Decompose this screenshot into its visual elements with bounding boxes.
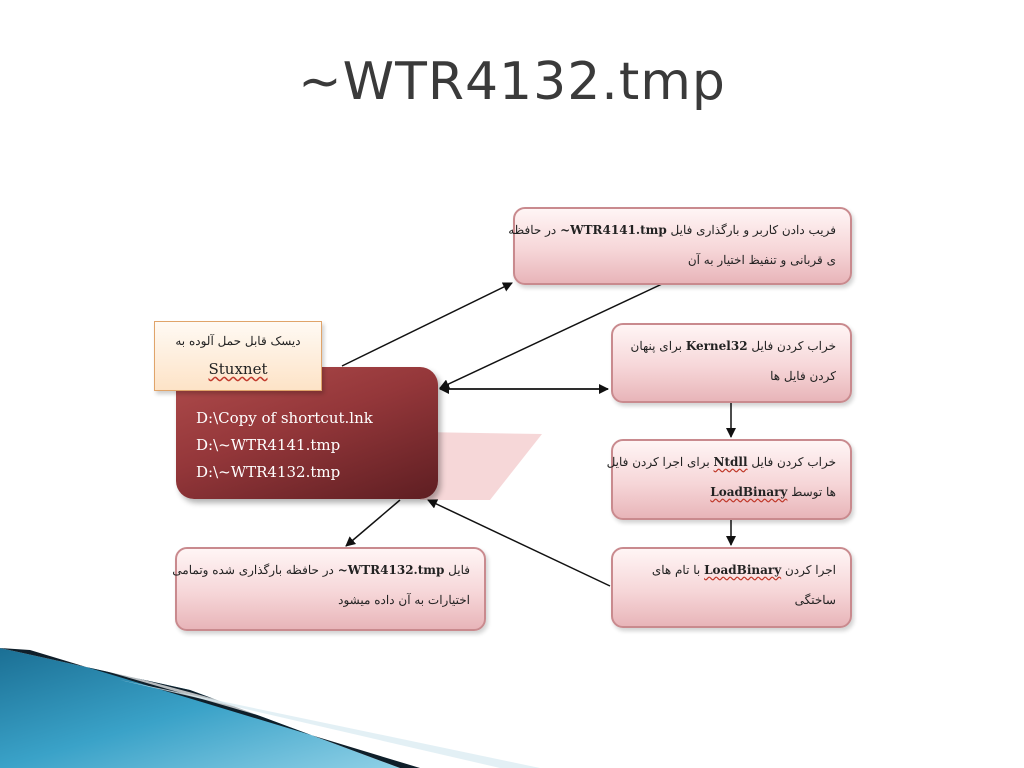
load-file-name: ~WTR4132.tmp <box>337 563 445 577</box>
disk-malware-name: Stuxnet <box>208 360 268 378</box>
deceive-line-1: فریب دادن کاربر و بارگذاری فایل ~WTR4141… <box>508 223 836 237</box>
run-line-1: اجرا کردن LoadBinary با تام های <box>651 563 836 577</box>
slide-title: ~WTR4132.tmp <box>298 52 726 112</box>
file-wtr4141: D:\~WTR4141.tmp <box>196 436 341 454</box>
infected-disk-label: دیسک قابل حمل آلوده به Stuxnet <box>154 321 322 391</box>
deceive-line-2: ی قربانی و تنفیظ اختیار به آن <box>687 253 836 267</box>
kernel32-box: خراب کردن فایل Kernel32 برای پنهان کردن … <box>611 323 852 403</box>
kernel-line-2: کردن فایل ها <box>770 369 836 383</box>
ntdll-box: خراب کردن فایل Ntdll برای اجرا کردن فایل… <box>606 439 852 520</box>
disk-label-text: دیسک قابل حمل آلوده به <box>175 334 301 348</box>
run-func-name: LoadBinary <box>704 563 782 577</box>
load-wtr4132-box: فایل ~WTR4132.tmp در حافظه بارگذاری شده … <box>172 547 486 631</box>
decorative-shadow-shape <box>420 432 542 500</box>
file-wtr4132: D:\~WTR4132.tmp <box>196 463 341 481</box>
ntdll-file-name: Ntdll <box>713 455 748 469</box>
run-loadbinary-box: اجرا کردن LoadBinary با تام های ساختگی <box>611 547 852 628</box>
ntdll-line-1: خراب کردن فایل Ntdll برای اجرا کردن فایل <box>606 455 836 469</box>
load-line-2: اختیارات به آن داده میشود <box>338 593 470 607</box>
ntdll-func-name: LoadBinary <box>710 485 788 499</box>
arrow-center-to-load <box>345 499 401 547</box>
file-shortcut-lnk: D:\Copy of shortcut.lnk <box>196 409 373 427</box>
kernel-line-1: خراب کردن فایل Kernel32 برای پنهان <box>630 339 836 353</box>
run-line-2: ساختگی <box>794 593 836 607</box>
deceive-user-box: فریب دادن کاربر و بارگذاری فایل ~WTR4141… <box>508 207 852 285</box>
ntdll-line-2: ها توسط LoadBinary <box>710 485 836 499</box>
arrow-to-deceive-box <box>341 282 513 367</box>
deceive-file-name: ~WTR4141.tmp <box>560 223 667 237</box>
arrow-deceive-to-center <box>439 283 663 389</box>
load-line-1: فایل ~WTR4132.tmp در حافظه بارگذاری شده … <box>172 563 470 577</box>
arrow-run-to-center <box>427 499 611 587</box>
kernel-file-name: Kernel32 <box>685 339 748 353</box>
